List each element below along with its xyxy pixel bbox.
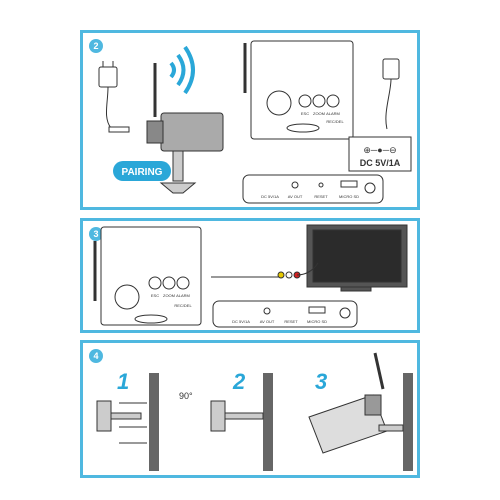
wall-icon: [149, 373, 159, 471]
tv-icon: [306, 224, 408, 292]
wall-icon: [263, 373, 273, 471]
step-number-2: 2: [232, 369, 246, 394]
step-number-1: 1: [117, 369, 129, 394]
step-badge-3: 3: [89, 227, 103, 241]
monitor-button-esc: ESC: [301, 111, 309, 116]
monitor-icon: [93, 226, 202, 326]
camera-icon: [308, 352, 404, 454]
monitor-icon: [243, 40, 354, 140]
monitor-button-esc: ESC: [151, 293, 159, 298]
wifi-signal-icon: [169, 45, 195, 95]
monitor-button-alarm: ALARM: [176, 293, 190, 298]
monitor-adapter-icon: [382, 58, 400, 130]
bracket-icon: [96, 400, 147, 444]
monitor-button-zoom: ZOOM: [163, 293, 175, 298]
receiver-port-reset: RESET: [284, 319, 298, 324]
receiver-port-dc: DC 5V/1A: [232, 319, 250, 324]
mounting-illustration: 1 2 3 90°: [96, 352, 413, 471]
monitor-button-recdel: REC/DEL: [326, 119, 344, 124]
av-cable-icon: [211, 262, 319, 279]
tv-connection-panel: 3 ESC ZOOM ALARM REC/DEL: [80, 218, 420, 333]
pairing-illustration: PAIRING ESC ZOOM ALARM REC/DEL ⊕─: [98, 40, 412, 204]
bracket-icon: [210, 400, 264, 432]
receiver-icon: [242, 174, 384, 204]
power-spec-box: ⊕─●─⊖ DC 5V/1A: [348, 136, 412, 172]
svg-text:⊕─●─⊖: ⊕─●─⊖: [363, 145, 396, 155]
monitor-button-alarm: ALARM: [326, 111, 340, 116]
wall-icon: [403, 373, 413, 471]
receiver-port-reset: RESET: [314, 194, 328, 199]
step-badge-4: 4: [89, 349, 103, 363]
receiver-port-av: AV OUT: [260, 319, 275, 324]
pairing-button[interactable]: PAIRING: [113, 161, 171, 181]
camera-icon: [146, 63, 224, 194]
power-spec-text: DC 5V/1A: [360, 158, 401, 168]
receiver-port-dc: DC 5V/1A: [261, 194, 279, 199]
rotation-label: 90°: [179, 391, 193, 401]
mounting-panel: 4 1 2 3 90°: [80, 340, 420, 478]
step-number-3: 3: [315, 369, 327, 394]
receiver-port-sd: MICRO SD: [307, 319, 327, 324]
pairing-panel: 2: [80, 30, 420, 210]
receiver-icon: [212, 300, 358, 328]
tv-illustration: ESC ZOOM ALARM REC/DEL: [93, 224, 408, 328]
receiver-port-av: AV OUT: [288, 194, 303, 199]
step-badge-2: 2: [89, 39, 103, 53]
power-adapter-icon: [98, 61, 130, 133]
monitor-button-zoom: ZOOM: [313, 111, 325, 116]
monitor-button-recdel: REC/DEL: [174, 303, 192, 308]
receiver-port-sd: MICRO SD: [339, 194, 359, 199]
pairing-label: PAIRING: [122, 167, 163, 178]
